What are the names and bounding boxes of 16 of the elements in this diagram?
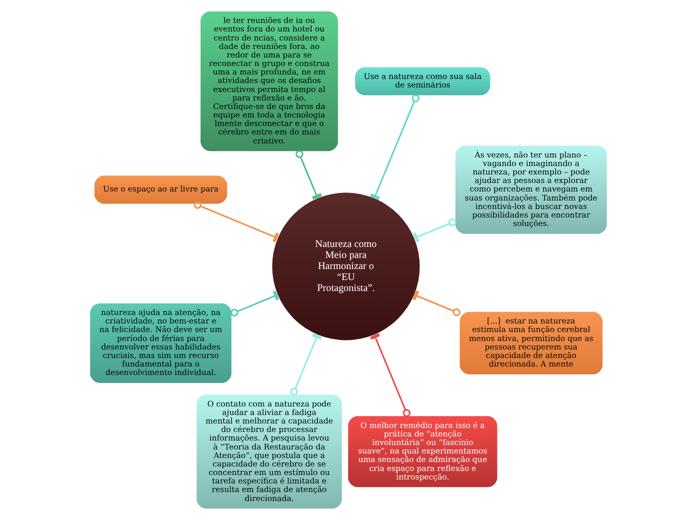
node-box: Use a natureza como sua sala de seminários	[354, 67, 490, 96]
node-box: natureza ajuda na atenção, na criatividade, no bem-estar e na felicidade. Não deve ser um período de férias para desenvolver essas habilidades cruciais, mas sim um recurso fundamental para o desenvolvimento individual.	[90, 303, 231, 383]
connector	[370, 333, 410, 417]
node-box: O melhor remédio para isso é a prática de “atenção involuntária” ou “fascínio suave”, na qual experimentamos uma sensação de admiração que cria espaço para reflexão e introspecção.	[348, 416, 497, 488]
node-box: Às vezes, não ter um plano – vagando e imaginando a natureza, por exemplo – pode ajudar as pessoas a explorar como percebem e navegam em suas organizações. Também pode incentivá-los a buscar novas possibilidades para encontrar soluções.	[454, 146, 606, 234]
connector	[290, 333, 322, 396]
node-box: [...] estar na natureza estimula uma função cerebral menos ativa, permitindo que as pessoas recuperem sua capacidade de atenção direcionada. A mente	[459, 312, 602, 374]
connector	[412, 218, 456, 242]
node-box: Use o espaço ao ar livre para	[94, 176, 227, 204]
node-box: O contato com a natureza pode ajudar a aliviar a fadiga mental e melhorar a capacidade do cérebro de processar informações. A pesquisa levou à “Teoria da Restauração da Atenção”, que postula que a capacidade do cérebro de se concentrar em um estímulo ou tarefa específica é limitada e resulta em fadiga de atenção direcionada.	[196, 394, 342, 509]
node-box: le ter reuniões de ia ou eventos fora do um hotel ou centro de ncias, considere a dade de reuniões fora. ao redor de uma para se reconectar n grupo e construa uma a mais profunda, ne em atividades que os desafios executivos permita tempo al para reflexão e ão. Certifique-se de que bros da equipe em toda a tecnologia lmente desconectar e que o cérebro entre em do mais criativo.	[200, 11, 338, 152]
connector	[412, 290, 460, 316]
connector	[193, 201, 279, 242]
connector	[230, 290, 279, 317]
connector	[369, 94, 419, 200]
connector	[295, 150, 322, 200]
